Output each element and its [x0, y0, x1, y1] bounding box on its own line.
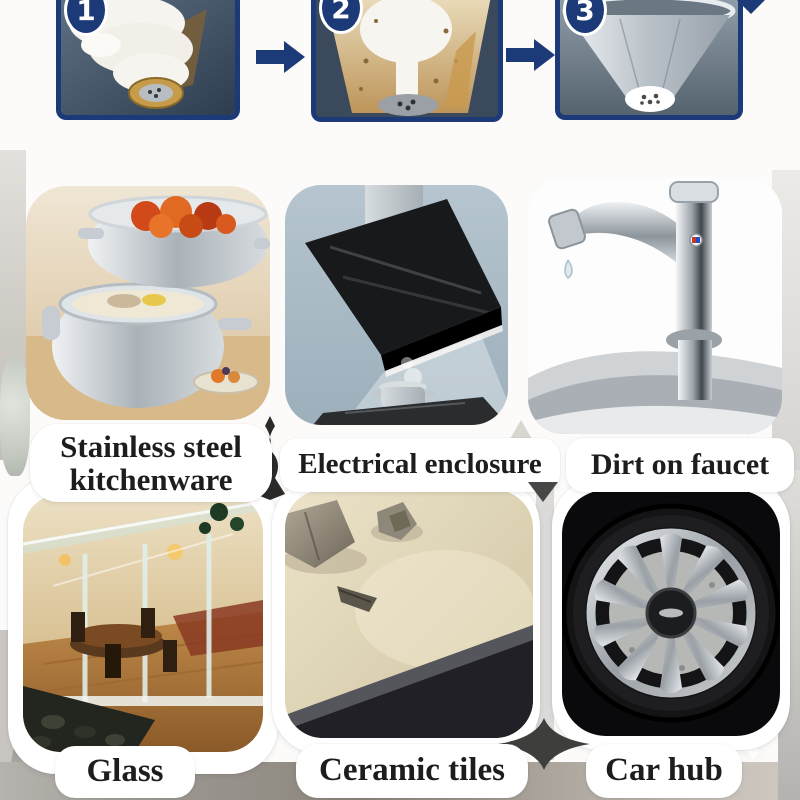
step-panel-1: 1 — [56, 0, 240, 120]
step-number: 2 — [331, 0, 351, 25]
faucet-illustration — [528, 178, 782, 434]
photo-stainless-steel-kitchenware — [26, 186, 270, 420]
photo-electrical-enclosure — [285, 185, 508, 425]
background-ornament-dark — [498, 718, 590, 770]
arrow-right-icon — [506, 39, 555, 71]
car-wheel-illustration — [562, 490, 780, 736]
range-hood-illustration — [285, 185, 508, 425]
step-panel-2: 2 — [311, 0, 503, 122]
step-panel-3: 3 — [555, 0, 743, 120]
background-gap-fragment — [536, 486, 554, 760]
category-label-electrical-enclosure: Electrical enclosure — [280, 438, 560, 492]
category-label-car-hub: Car hub — [586, 744, 742, 798]
category-label-stainless-steel-kitchenware: Stainless steel kitchenware — [30, 424, 272, 502]
cleaning-steps-strip: 1 — [0, 0, 800, 140]
arrow-fragment-icon — [737, 0, 765, 14]
photo-dirt-on-faucet — [528, 178, 782, 434]
glass-room-illustration — [23, 494, 263, 752]
stainless-kitchenware-illustration — [26, 186, 270, 420]
photo-car-hub — [562, 490, 780, 736]
photo-ceramic-tiles — [285, 490, 533, 738]
ceramic-tiles-illustration — [285, 490, 533, 738]
step-number: 1 — [76, 0, 96, 27]
arrow-right-icon — [256, 41, 305, 73]
category-label-dirt-on-faucet: Dirt on faucet — [566, 438, 794, 492]
background-triangle-dark — [528, 482, 558, 502]
background-glassware-fragment — [0, 356, 30, 476]
category-label-ceramic-tiles: Ceramic tiles — [296, 744, 528, 798]
step-number: 3 — [575, 0, 595, 27]
photo-glass — [23, 494, 263, 752]
step2-illustration — [316, 0, 498, 117]
category-label-glass: Glass — [55, 746, 195, 798]
